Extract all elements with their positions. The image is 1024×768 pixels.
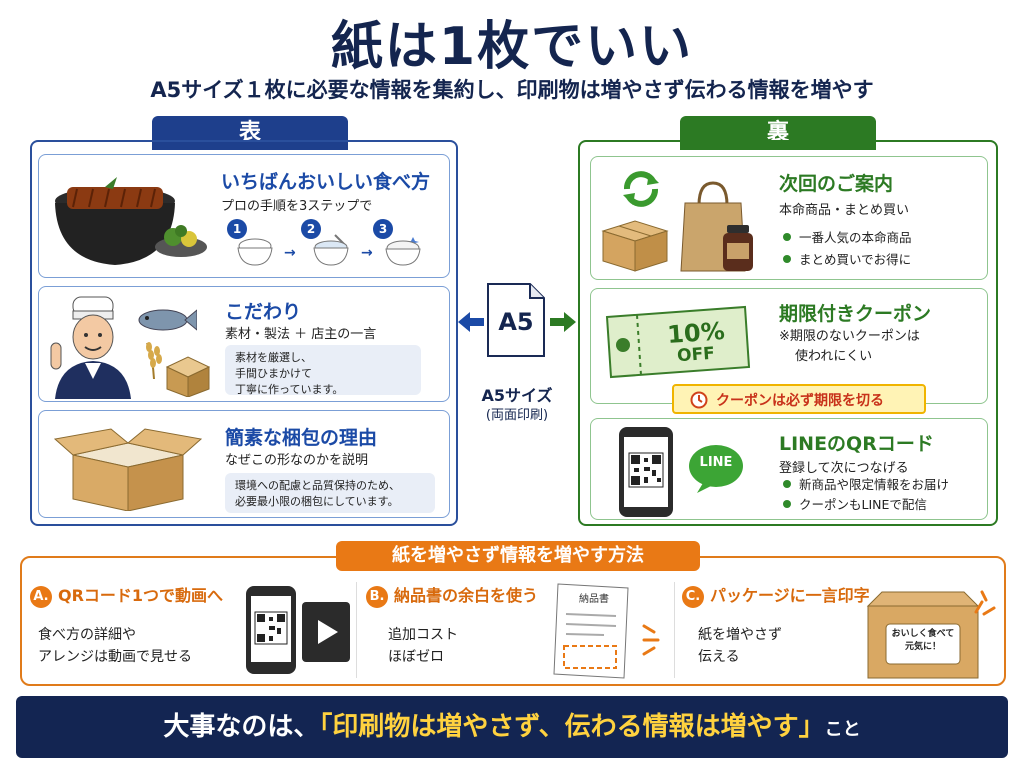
note-line: 環境への配慮と品質保持のため、 bbox=[235, 479, 400, 492]
card-subtitle: プロの手順を3ステップで bbox=[221, 199, 373, 214]
page-subtitle: A5サイズ１枚に必要な情報を集約し、印刷物は増やさず伝わる情報を増やす bbox=[150, 78, 874, 102]
note-line: 素材を厳選し、 bbox=[235, 351, 312, 364]
page-title: 紙は1枚でいい bbox=[330, 17, 694, 77]
method-letter: B. bbox=[366, 586, 388, 608]
unaju-bowl-icon bbox=[55, 177, 207, 265]
front-panel bbox=[30, 140, 458, 526]
back-tab: 裏 bbox=[680, 116, 876, 150]
card-title: 期限付きクーポン bbox=[779, 303, 932, 325]
info-note: 環境への配慮と品質保持のため、 必要最小限の梱包にしています。 bbox=[225, 473, 435, 513]
bullet-item: まとめ買いでお得に bbox=[783, 249, 912, 271]
front-card-packaging: 簡素な梱包の理由 なぜこの形なのかを説明 環境への配慮と品質保持のため、 必要最… bbox=[38, 410, 450, 518]
clock-icon bbox=[690, 391, 708, 409]
method-title: A.QRコード1つで動画へ bbox=[30, 582, 223, 608]
bullet-list: 一番人気の本命商品 まとめ買いでお得に bbox=[783, 227, 912, 271]
right-arrow-icon bbox=[550, 312, 576, 332]
method-divider bbox=[356, 582, 357, 678]
size-caption: A5サイズ bbox=[481, 386, 553, 405]
card-title: LINEのQRコード bbox=[779, 433, 934, 455]
card-subtitle: ※期限のないクーポンは 使われにくい bbox=[779, 327, 920, 367]
method-letter: A. bbox=[30, 586, 52, 608]
sauce-bowl-icon bbox=[313, 234, 349, 266]
sparkle-lines-icon bbox=[974, 590, 996, 616]
summary-bar: 大事なのは、「印刷物は増やさず、伝わる情報は増やす」こと bbox=[16, 696, 1008, 758]
note-line: 必要最小限の梱包にしています。 bbox=[235, 495, 399, 508]
card-subtitle: 登録して次につなげる bbox=[779, 461, 909, 476]
refresh-icon bbox=[623, 171, 659, 207]
subtitle-line: 使われにくい bbox=[795, 349, 873, 364]
print-caption: (両面印刷) bbox=[485, 408, 549, 423]
step-number: 1 bbox=[227, 219, 247, 239]
center-a5: A5 A5サイズ (両面印刷) bbox=[458, 278, 576, 428]
chef-icon bbox=[50, 296, 131, 399]
parcel-icon bbox=[601, 220, 669, 272]
method-title: B.納品書の余白を使う bbox=[366, 582, 538, 608]
rice-grain-icon bbox=[146, 342, 162, 379]
card-subtitle: 素材・製法 ＋ 店主の一言 bbox=[225, 327, 377, 342]
card-subtitle: なぜこの形なのかを説明 bbox=[225, 453, 369, 468]
line-bubble-icon bbox=[689, 445, 743, 493]
summary-prefix: 大事なのは、 bbox=[163, 712, 320, 742]
front-card-commitment: こだわり 素材・製法 ＋ 店主の一言 素材を厳選し、 手間ひまかけて 丁寧に作っ… bbox=[38, 286, 450, 402]
summary-highlight: 「印刷物は増やさず、伝わる情報は増やす」 bbox=[319, 712, 825, 742]
subtitle-line: ※期限のないクーポンは bbox=[779, 329, 920, 344]
card-subtitle: 本命商品・まとめ買い bbox=[779, 203, 910, 218]
left-arrow-icon bbox=[458, 312, 484, 332]
card-title: いちばんおいしい食べ方 bbox=[221, 171, 431, 193]
method-title: C.パッケージに一言印字 bbox=[682, 582, 870, 608]
cardboard-box-icon bbox=[53, 428, 203, 511]
back-card-next: 次回のご案内 本命商品・まとめ買い 一番人気の本命商品 まとめ買いでお得に bbox=[590, 156, 988, 280]
method-divider bbox=[674, 582, 675, 678]
finished-bowl-icon bbox=[385, 237, 421, 266]
step-number: 2 bbox=[301, 219, 321, 239]
fish-icon bbox=[138, 309, 197, 331]
coupon-callout: クーポンは必ず期限を切る bbox=[672, 384, 926, 414]
card-title: 次回のご案内 bbox=[779, 173, 894, 195]
back-panel bbox=[578, 140, 998, 526]
card-title: こだわり bbox=[225, 301, 302, 323]
card-title: 簡素な梱包の理由 bbox=[225, 427, 378, 449]
callout-text: クーポンは必ず期限を切る bbox=[716, 393, 884, 409]
jar-icon bbox=[723, 225, 753, 271]
step-arrow-icon: → bbox=[284, 245, 296, 261]
note-line: 丁寧に作っています。 bbox=[235, 383, 344, 396]
rice-box-icon bbox=[165, 356, 211, 397]
step-number: 3 bbox=[373, 219, 393, 239]
package-label: おいしく食べて 元気に！ bbox=[891, 629, 955, 652]
coupon-ticket-icon bbox=[605, 305, 751, 379]
line-logo-text: LINE bbox=[699, 455, 733, 470]
bullet-list: 新商品や限定情報をお届け クーポンもLINEで配信 bbox=[783, 475, 949, 515]
methods-header: 紙を増やさず情報を増やす方法 bbox=[336, 541, 700, 571]
bullet-item: 新商品や限定情報をお届け bbox=[783, 475, 949, 495]
bullet-item: 一番人気の本命商品 bbox=[783, 227, 912, 249]
method-text: 食べ方の詳細や アレンジは動画で見せる bbox=[38, 627, 192, 665]
front-card-eating: いちばんおいしい食べ方 プロの手順を3ステップで 1 → 2 → 3 bbox=[38, 154, 450, 278]
note-line: 手間ひまかけて bbox=[235, 367, 312, 380]
front-tab: 表 bbox=[152, 116, 348, 150]
package-box-icon bbox=[866, 591, 980, 679]
summary-suffix: こと bbox=[824, 719, 861, 740]
back-card-line: LINE LINEのQRコード 登録して次につなげる 新商品や限定情報をお届け … bbox=[590, 418, 988, 520]
method-c: C.パッケージに一言印字 紙を増やさず 伝える おいしく食べて 元気に！ bbox=[682, 576, 1000, 680]
method-text: 紙を増やさず 伝える bbox=[698, 627, 782, 665]
method-letter: C. bbox=[682, 586, 704, 608]
rice-bowl-icon bbox=[237, 238, 273, 266]
phone-video-icon bbox=[246, 586, 350, 674]
doc-size-label: A5 bbox=[498, 308, 534, 336]
info-note: 素材を厳選し、 手間ひまかけて 丁寧に作っています。 bbox=[225, 345, 421, 396]
smartphone-qr-icon bbox=[619, 427, 673, 517]
method-a: A.QRコード1つで動画へ 食べ方の詳細や アレンジは動画で見せる bbox=[30, 576, 352, 680]
invoice-label: 納品書 bbox=[579, 594, 609, 605]
sparkle-lines-icon bbox=[642, 624, 660, 656]
bullet-item: クーポンもLINEで配信 bbox=[783, 495, 949, 515]
invoice-paper-icon bbox=[553, 583, 629, 679]
step-arrow-icon: → bbox=[361, 245, 373, 261]
method-text: 追加コスト ほぼゼロ bbox=[388, 627, 458, 665]
method-b: B.納品書の余白を使う 追加コスト ほぼゼロ 納品書 bbox=[366, 576, 666, 680]
document-icon bbox=[487, 283, 545, 357]
